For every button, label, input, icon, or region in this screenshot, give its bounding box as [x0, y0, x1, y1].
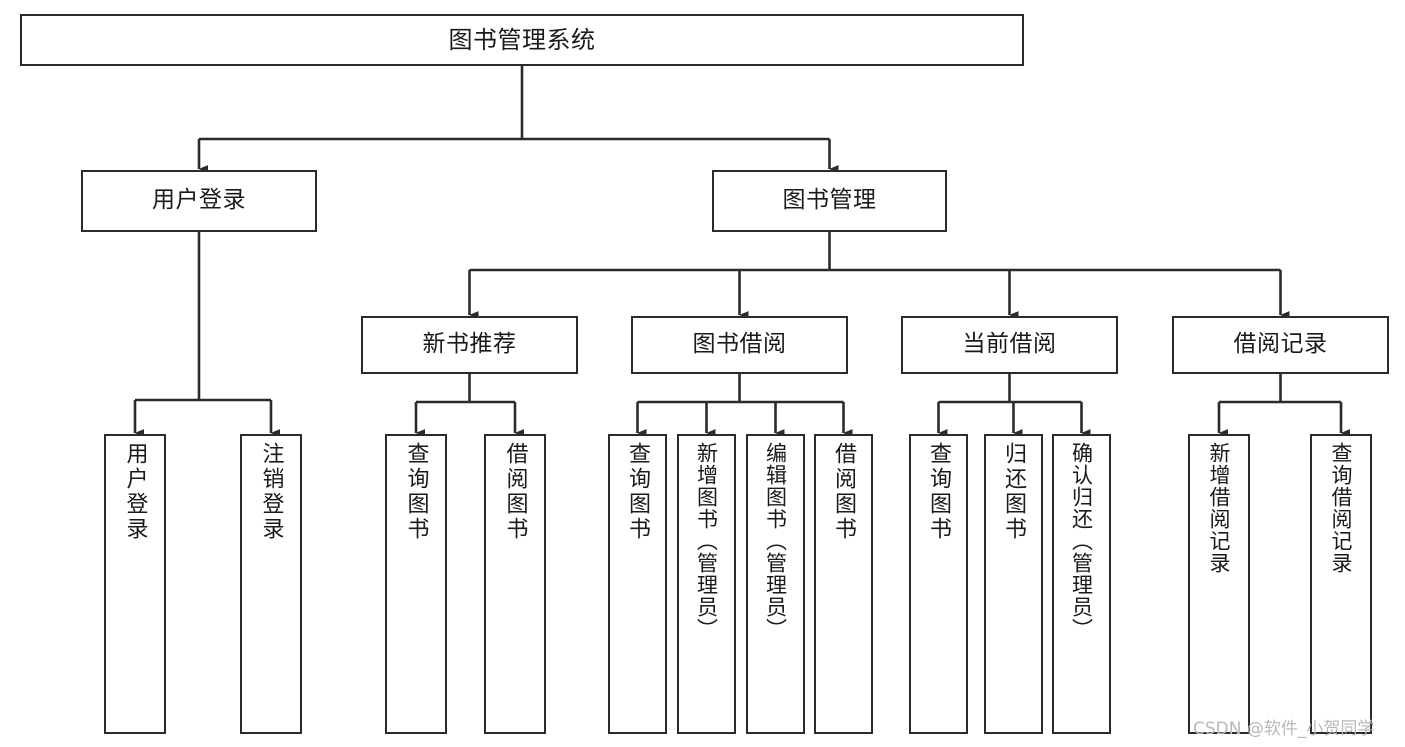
node-label-root: 图书管理系统	[448, 25, 596, 54]
csdn-watermark: CSDN @软件_小贺同学	[1193, 719, 1375, 739]
node-label-borrow: 图书借阅	[692, 331, 787, 358]
node-label-l-rc-query: 查询借阅记录	[1329, 442, 1354, 574]
node-label-l-bw-query: 查询图书	[625, 442, 651, 542]
node-label-l-nb-query: 查询图书	[403, 442, 429, 542]
node-l-bw-lend[interactable]: 借阅图书	[814, 434, 873, 734]
node-l-rc-add[interactable]: 新增借阅记录	[1188, 434, 1250, 734]
node-borrow[interactable]: 图书借阅	[631, 316, 848, 374]
node-label-l-login: 用户登录	[122, 442, 148, 542]
node-l-cu-query[interactable]: 查询图书	[909, 434, 968, 734]
node-label-current: 当前借阅	[962, 331, 1057, 358]
node-l-cu-return[interactable]: 归还图书	[984, 434, 1043, 734]
node-l-nb-borrow[interactable]: 借阅图书	[484, 434, 546, 734]
node-l-bw-query[interactable]: 查询图书	[608, 434, 667, 734]
node-l-rc-query[interactable]: 查询借阅记录	[1310, 434, 1372, 734]
node-login[interactable]: 用户登录	[81, 170, 317, 232]
node-newbook[interactable]: 新书推荐	[361, 316, 578, 374]
node-label-l-nb-borrow: 借阅图书	[502, 442, 528, 542]
node-label-l-rc-add: 新增借阅记录	[1207, 442, 1232, 574]
node-root[interactable]: 图书管理系统	[20, 14, 1024, 66]
node-label-login: 用户登录	[152, 187, 246, 214]
node-l-cu-confirm[interactable]: 确认归还（管理员）	[1052, 434, 1111, 734]
node-label-l-bw-edit: 编辑图书（管理员）	[763, 442, 788, 640]
node-label-bookmgmt: 图书管理	[782, 187, 877, 214]
node-label-l-bw-lend: 借阅图书	[831, 442, 857, 542]
node-current[interactable]: 当前借阅	[901, 316, 1118, 374]
node-l-nb-query[interactable]: 查询图书	[385, 434, 447, 734]
node-label-newbook: 新书推荐	[422, 331, 517, 358]
node-label-l-cu-return: 归还图书	[1001, 442, 1027, 542]
node-records[interactable]: 借阅记录	[1172, 316, 1389, 374]
node-l-logout[interactable]: 注销登录	[240, 434, 302, 734]
node-label-l-bw-add: 新增图书（管理员）	[694, 442, 719, 640]
node-label-records: 借阅记录	[1233, 331, 1328, 358]
node-label-l-cu-query: 查询图书	[926, 442, 952, 542]
node-label-l-logout: 注销登录	[258, 442, 284, 542]
node-l-bw-edit[interactable]: 编辑图书（管理员）	[746, 434, 805, 734]
node-l-bw-add[interactable]: 新增图书（管理员）	[677, 434, 736, 734]
node-l-login[interactable]: 用户登录	[104, 434, 166, 734]
node-bookmgmt[interactable]: 图书管理	[712, 170, 947, 232]
node-label-l-cu-confirm: 确认归还（管理员）	[1069, 442, 1094, 640]
